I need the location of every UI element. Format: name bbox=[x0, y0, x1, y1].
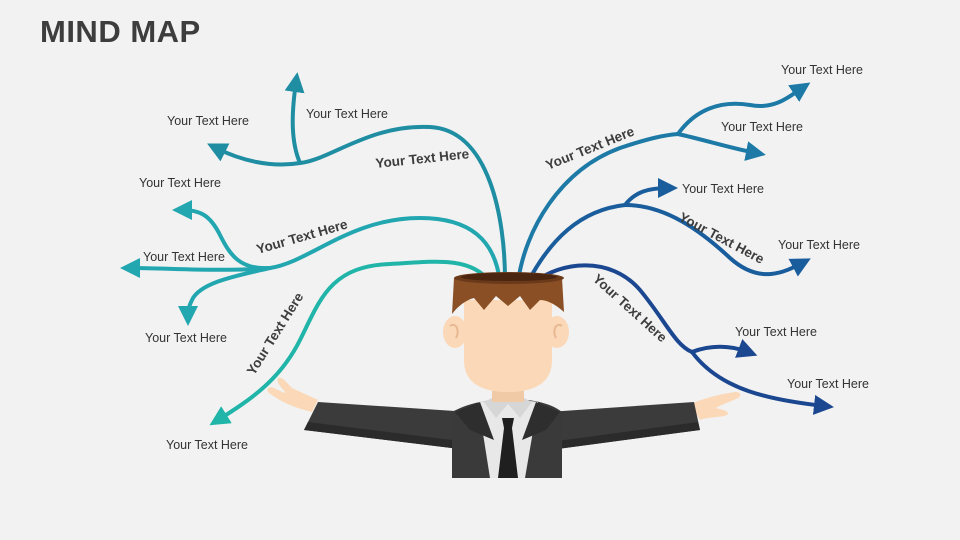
branch-4-leaf-2-text: Your Text Here bbox=[721, 120, 803, 134]
person-illustration bbox=[267, 272, 741, 478]
hair bbox=[452, 278, 564, 314]
branch-5-label: Your Text Here bbox=[677, 209, 767, 267]
branch-6 bbox=[533, 263, 834, 415]
branch-3-label: Your Text Here bbox=[244, 289, 307, 377]
branch-2-leaf-1-line bbox=[172, 200, 272, 271]
branch-4-leaf-1-text: Your Text Here bbox=[781, 63, 863, 77]
branch-3 bbox=[209, 259, 492, 426]
branch-2 bbox=[120, 200, 502, 326]
branch-4-leaf-2-line bbox=[676, 132, 766, 161]
branch-6-leaf-1-text: Your Text Here bbox=[735, 325, 817, 339]
right-arm-shade bbox=[550, 422, 700, 450]
branch-5-stem bbox=[526, 203, 627, 284]
branch-2-leaf-1-text: Your Text Here bbox=[139, 176, 221, 190]
branch-5 bbox=[526, 178, 811, 284]
branch-4-leaf-1-line bbox=[676, 82, 811, 136]
branch-1-leaf-1-line bbox=[207, 143, 302, 167]
branch-4 bbox=[516, 82, 811, 284]
branch-3-leaf-1-text: Your Text Here bbox=[166, 438, 248, 452]
tie bbox=[498, 418, 518, 478]
branch-1-leaf-1-text: Your Text Here bbox=[167, 114, 249, 128]
branch-5-leaf-1-line bbox=[623, 178, 678, 207]
right-lapel bbox=[522, 402, 560, 440]
branch-2-leaf-3-text: Your Text Here bbox=[145, 331, 227, 345]
branch-1-label: Your Text Here bbox=[375, 146, 471, 171]
branch-2-leaf-2-text: Your Text Here bbox=[143, 250, 225, 264]
right-hand bbox=[690, 392, 741, 420]
branch-1-stem bbox=[298, 124, 507, 282]
left-arm-shade bbox=[304, 422, 468, 450]
branch-2-label: Your Text Here bbox=[255, 216, 350, 256]
left-ear bbox=[443, 316, 467, 348]
branch-1-leaf-2-text: Your Text Here bbox=[306, 107, 388, 121]
page-title: MIND MAP bbox=[40, 14, 201, 49]
branch-5-leaf-1-text: Your Text Here bbox=[682, 182, 764, 196]
branch-2-stem bbox=[268, 215, 502, 284]
branch-2-leaf-3-line bbox=[178, 266, 272, 326]
branch-4-stem bbox=[516, 132, 680, 284]
branch-6-leaf-1-line bbox=[690, 339, 758, 358]
face bbox=[464, 300, 552, 392]
branch-5-leaf-2-line bbox=[623, 203, 811, 277]
branch-6-leaf-2-text: Your Text Here bbox=[787, 377, 869, 391]
branch-6-leaf-2-line bbox=[690, 350, 834, 415]
branch-3-stem bbox=[209, 259, 492, 426]
branch-1-leaf-2-line bbox=[284, 72, 305, 165]
left-hand bbox=[267, 377, 318, 412]
branch-5-leaf-2-text: Your Text Here bbox=[778, 238, 860, 252]
branch-2-leaf-2-line bbox=[120, 258, 272, 279]
left-lapel bbox=[455, 402, 494, 440]
branch-6-stem bbox=[533, 263, 694, 354]
branch-1 bbox=[207, 72, 507, 282]
